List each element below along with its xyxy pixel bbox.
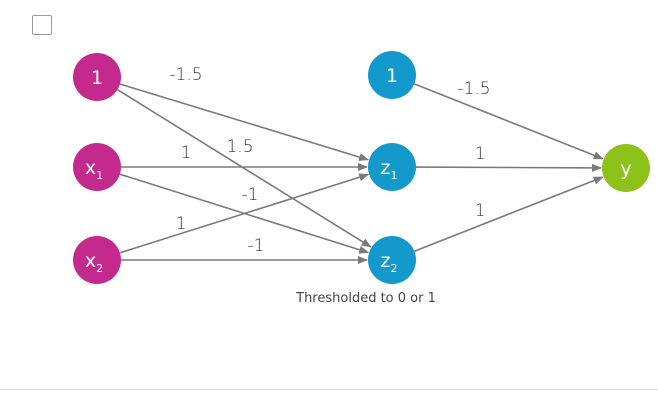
edge-in-bias-to-hid-z1 <box>119 83 370 161</box>
weight-label-in-x1-to-hid-z2: -1 <box>242 185 259 205</box>
node-in-x2: x2 <box>73 236 121 284</box>
node-subscript-in-x2: 2 <box>96 262 103 275</box>
node-hid-bias: 1 <box>368 51 416 99</box>
node-out-y: y <box>602 144 650 192</box>
edge-hid-bias-to-out-y <box>414 83 604 160</box>
node-circle-in-bias <box>73 53 121 101</box>
node-label-out-y: y <box>620 158 631 180</box>
node-subscript-in-x1: 1 <box>96 169 103 182</box>
weight-label-in-bias-to-hid-z1: -1.5 <box>169 65 202 85</box>
edge-in-x2-to-hid-z1 <box>119 173 370 254</box>
threshold-caption: Thresholded to 0 or 1 <box>295 291 436 306</box>
node-circle-hid-z1 <box>368 143 416 191</box>
weight-label-in-x2-to-hid-z1: 1 <box>176 214 187 234</box>
answer-checkbox[interactable] <box>32 15 52 35</box>
bottom-divider <box>0 389 658 390</box>
node-hid-z2: z2 <box>368 236 416 284</box>
node-subscript-hid-z1: 1 <box>390 169 397 182</box>
edges-layer: -1.5 1.5 1 -1 1 -1 -1.5 1 1 <box>116 65 604 264</box>
weight-label-in-x1-to-hid-z1: 1 <box>181 143 192 163</box>
node-in-x1: x1 <box>73 143 121 191</box>
node-hid-z1: z1 <box>368 143 416 191</box>
weight-label-hid-z1-to-out-y: 1 <box>475 144 486 164</box>
node-circle-hid-z2 <box>368 236 416 284</box>
node-label-hid-bias: 1 <box>386 65 398 87</box>
node-circle-in-x1 <box>73 143 121 191</box>
weight-label-in-x2-to-hid-z2: -1 <box>248 236 265 256</box>
edge-in-bias-to-hid-z2 <box>116 88 372 248</box>
weight-label-hid-bias-to-out-y: -1.5 <box>457 79 490 99</box>
node-label-in-bias: 1 <box>91 67 103 89</box>
weight-label-in-bias-to-hid-z2: 1.5 <box>226 137 253 157</box>
node-in-bias: 1 <box>73 53 121 101</box>
node-circle-hid-bias <box>368 51 416 99</box>
weight-label-hid-z2-to-out-y: 1 <box>475 201 486 221</box>
node-circle-in-x2 <box>73 236 121 284</box>
node-subscript-hid-z2: 2 <box>390 262 397 275</box>
node-circle-out-y <box>602 144 650 192</box>
edge-hid-z1-to-out-y <box>415 163 603 172</box>
edge-hid-z2-to-out-y <box>414 176 604 252</box>
